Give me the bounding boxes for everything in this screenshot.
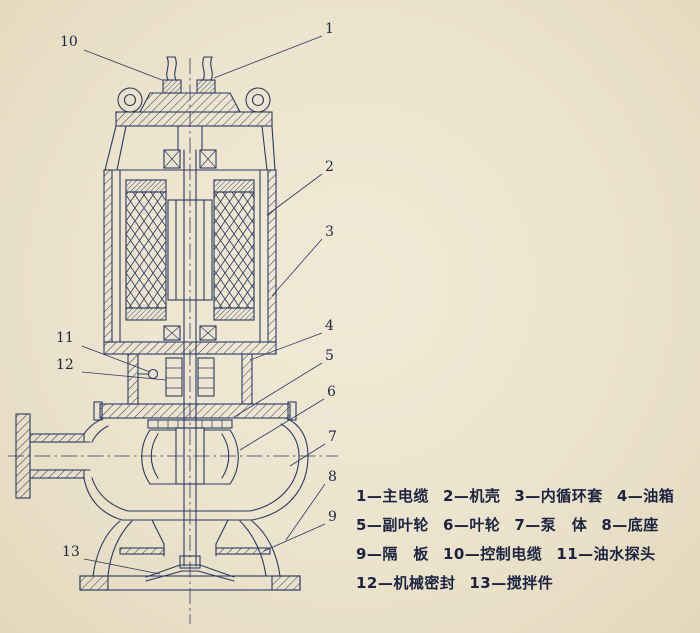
pump-body-volute [15, 413, 309, 521]
base-stand [79, 520, 301, 591]
stirrer [145, 555, 235, 582]
callout-4: 4 [325, 318, 334, 334]
motor-top-endbell [104, 125, 276, 171]
lifting-eyes [117, 87, 271, 113]
junction-box-cap [115, 92, 273, 127]
legend-row-4: 12—机械密封 13—搅拌件 [356, 573, 674, 593]
callout-numbers: 1 2 3 4 5 6 7 8 9 10 11 12 13 [56, 21, 337, 560]
callout-10: 10 [60, 34, 78, 50]
motor-casing [103, 169, 277, 355]
callout-9: 9 [328, 509, 337, 525]
callout-5: 5 [325, 348, 334, 364]
rotor-and-shaft [167, 149, 213, 567]
legend-item: 12—机械密封 [356, 574, 456, 592]
legend-item: 11—油水探头 [556, 545, 656, 563]
callout-11: 11 [56, 330, 74, 346]
legend-item: 8—底座 [601, 516, 659, 534]
oil-chamber [93, 353, 297, 421]
callout-13: 13 [62, 544, 80, 560]
callout-12: 12 [56, 357, 74, 373]
legend-item: 7—泵 体 [514, 516, 588, 534]
callout-1: 1 [325, 21, 334, 37]
legend-row-2: 5—副叶轮 6—叶轮 7—泵 体 8—底座 [356, 515, 674, 535]
legend-item: 13—搅拌件 [469, 574, 554, 592]
legend-item: 3—内循环套 [514, 487, 603, 505]
impeller [141, 427, 239, 485]
callout-6: 6 [327, 384, 336, 400]
stator-windings [125, 179, 255, 321]
legend-row-3: 9—隔 板 10—控制电缆 11—油水探头 [356, 544, 674, 564]
center-lines [8, 58, 338, 624]
lower-bearing [163, 325, 217, 341]
parts-legend: 1—主电缆 2—机壳 3—内循环套 4—油箱 5—副叶轮 6—叶轮 7—泵 体 … [356, 486, 674, 602]
callout-2: 2 [325, 159, 334, 175]
power-cables [162, 56, 216, 94]
legend-item: 2—机壳 [442, 487, 501, 505]
legend-item: 1—主电缆 [356, 487, 429, 505]
legend-item: 10—控制电缆 [442, 545, 543, 563]
callout-8: 8 [328, 469, 337, 485]
legend-item: 6—叶轮 [442, 516, 501, 534]
leader-lines [81, 35, 326, 575]
legend-item: 5—副叶轮 [356, 516, 429, 534]
legend-item: 4—油箱 [616, 487, 675, 505]
legend-item: 9—隔 板 [356, 545, 429, 563]
callout-3: 3 [325, 224, 334, 240]
callout-7: 7 [328, 429, 337, 445]
legend-row-1: 1—主电缆 2—机壳 3—内循环套 4—油箱 [356, 486, 674, 506]
